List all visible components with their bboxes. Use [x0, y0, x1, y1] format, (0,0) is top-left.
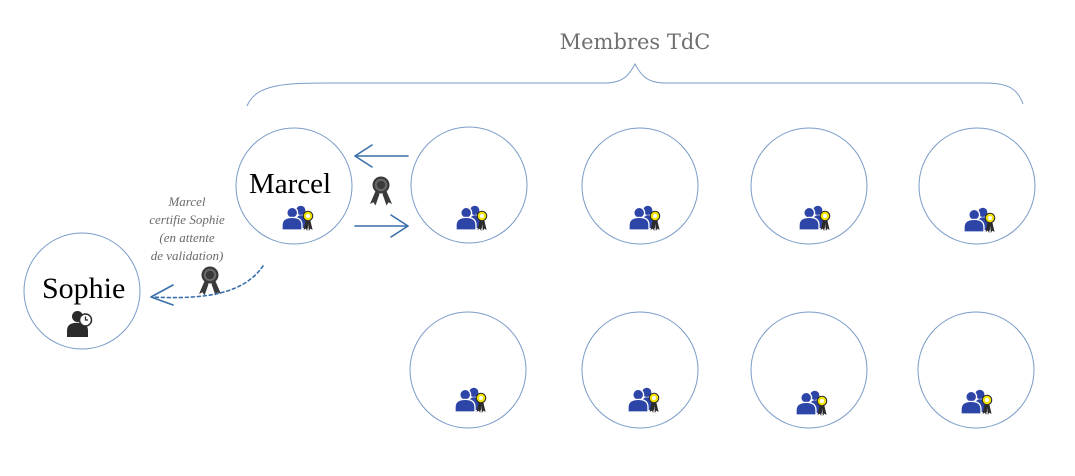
- caption-line: de validation): [150, 248, 224, 263]
- sophie-label: Sophie: [42, 272, 126, 305]
- certification-ribbon-icon: [370, 176, 392, 206]
- certified-member-icon: [454, 387, 487, 414]
- member-node: [581, 311, 699, 429]
- member-node: [409, 311, 527, 429]
- certified-member-icon: [281, 205, 314, 232]
- member-node: [750, 311, 868, 429]
- sophie-node: [23, 232, 141, 350]
- marcel-label: Marcel: [249, 168, 332, 200]
- members-title: Membres TdC: [559, 30, 711, 54]
- certification-caption: Marcel certifie Sophie (en attente de va…: [120, 193, 254, 265]
- members-brace: [246, 62, 1024, 107]
- member-node: [917, 311, 1035, 429]
- member-node: [918, 127, 1036, 245]
- certified-member-icon: [960, 389, 993, 416]
- certified-member-icon: [963, 207, 996, 234]
- member-node: [410, 126, 528, 244]
- caption-line: certifie Sophie: [149, 212, 225, 227]
- certified-member-icon: [628, 205, 661, 232]
- certification-arrow-to-member: [354, 214, 409, 238]
- certification-arrow-to-marcel: [354, 144, 409, 168]
- caption-line: Marcel: [168, 194, 206, 209]
- member-node: [581, 127, 699, 245]
- certified-member-icon: [455, 205, 488, 232]
- marcel-node: [235, 127, 353, 245]
- certified-member-icon: [798, 205, 831, 232]
- member-node: [750, 127, 868, 245]
- certified-member-icon: [795, 390, 828, 417]
- pending-member-icon: [66, 310, 93, 338]
- certification-ribbon-icon: [199, 266, 221, 296]
- certified-member-icon: [627, 387, 660, 414]
- caption-line: (en attente: [159, 230, 215, 245]
- pending-certification-arrow: [150, 265, 264, 306]
